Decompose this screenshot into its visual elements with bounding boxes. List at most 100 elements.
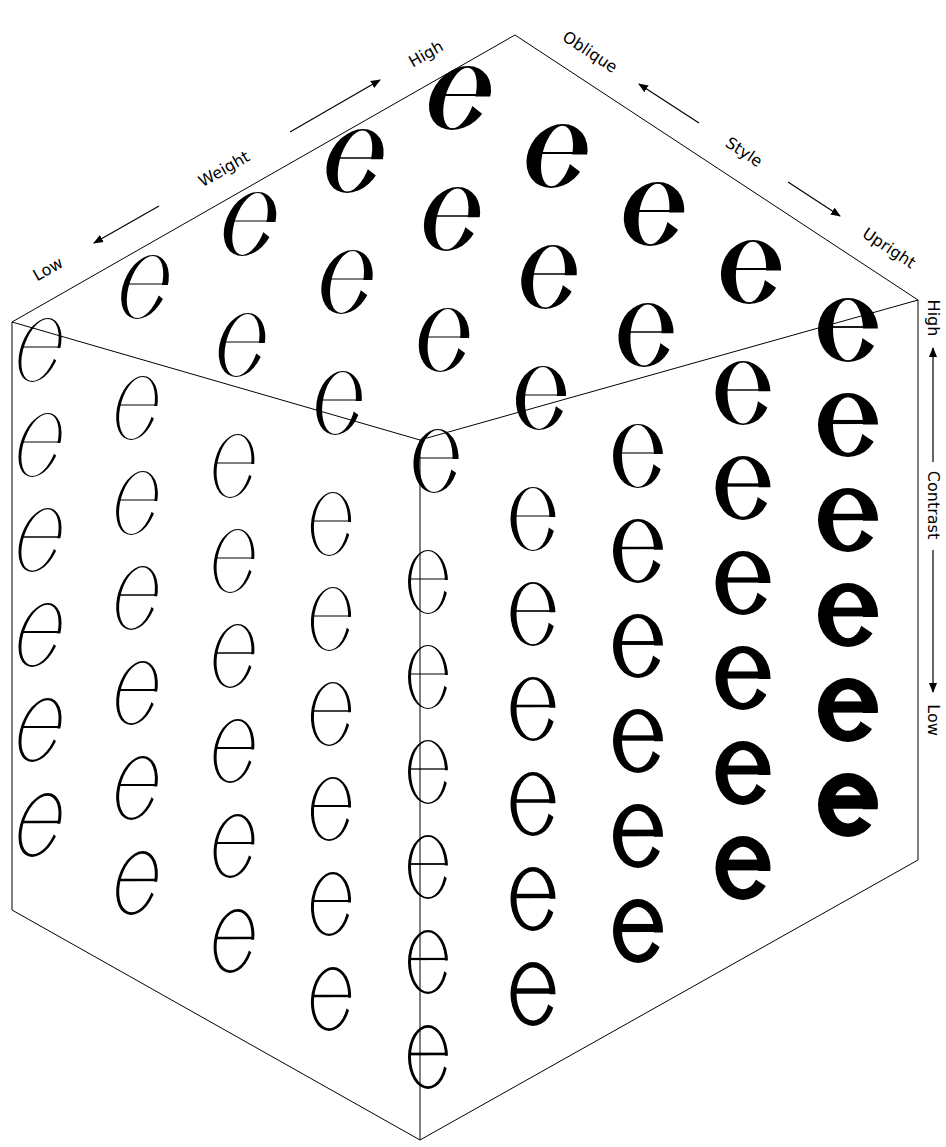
glyph-bowl	[716, 646, 771, 710]
glyph-bar	[410, 768, 446, 769]
glyph-bar	[832, 326, 864, 328]
cube-edge	[420, 860, 918, 1140]
glyph-bar	[727, 766, 760, 775]
letter-glyph	[514, 366, 568, 430]
glyph-bar	[410, 863, 446, 865]
glyph-bowl	[613, 614, 663, 678]
glyph-shape	[521, 124, 593, 188]
glyph-bowl	[12, 318, 68, 382]
glyph-bar	[516, 894, 551, 898]
glyph-bowl	[716, 456, 771, 520]
glyph-shape	[716, 836, 771, 900]
letter-glyph	[511, 867, 556, 931]
glyph-shape	[613, 424, 663, 488]
glyph-shape	[818, 393, 878, 457]
glyph-bowl	[210, 909, 258, 973]
cube-edge	[918, 300, 919, 860]
glyph-shape	[716, 551, 771, 615]
letter-glyph	[818, 488, 878, 552]
glyph-bar	[128, 284, 163, 285]
glyph-bar	[727, 389, 760, 390]
axis-label: High	[403, 35, 450, 73]
axis-arrow	[639, 84, 699, 123]
glyph-bar	[832, 795, 864, 809]
glyph-shape	[408, 645, 448, 709]
glyph-bar	[22, 821, 59, 824]
glyph-shape	[511, 867, 556, 931]
glyph-shape	[408, 835, 448, 899]
glyph-shape	[511, 582, 556, 646]
letter-glyph	[111, 566, 163, 630]
glyph-shape	[716, 741, 771, 805]
axis-label: Weight	[192, 145, 255, 192]
glyph-bar	[621, 547, 655, 549]
glyph-bowl	[613, 424, 663, 488]
glyph-shape	[210, 624, 258, 688]
glyph-bowl	[309, 777, 353, 841]
glyph-bowl	[309, 587, 353, 651]
cube-edge	[12, 910, 420, 1140]
glyph-bowl	[12, 793, 68, 857]
cube-edge	[12, 322, 420, 440]
glyph-shape	[716, 456, 771, 520]
glyph-shape	[613, 519, 663, 583]
letter-glyph	[408, 930, 448, 994]
glyph-bar	[313, 616, 349, 617]
letter-glyph	[309, 492, 353, 556]
glyph-shape	[12, 413, 68, 477]
glyph-shape	[617, 303, 676, 367]
glyph-shape	[210, 434, 258, 498]
glyph-bowl	[511, 962, 556, 1026]
glyph-bowl	[210, 624, 258, 688]
glyph-shape	[818, 488, 878, 552]
glyph-bar	[322, 400, 357, 401]
glyph-bar	[216, 558, 252, 559]
glyph-shape	[412, 429, 461, 493]
glyph-bowl	[309, 967, 353, 1031]
glyph-bowl	[511, 582, 556, 646]
letter-glyph	[210, 434, 258, 498]
letter-glyph	[415, 308, 473, 372]
letter-glyph	[716, 741, 771, 805]
glyph-bowl	[313, 371, 366, 435]
letter-glyph	[309, 777, 353, 841]
glyph-shape	[518, 245, 581, 309]
glyph-bowl	[408, 740, 448, 804]
glyph-bowl	[521, 124, 593, 188]
glyph-shape	[309, 492, 353, 556]
letter-glyph	[111, 661, 163, 725]
glyph-bar	[410, 1053, 446, 1056]
glyph-shape	[408, 740, 448, 804]
glyph-bar	[339, 157, 372, 158]
glyph-bar	[516, 799, 551, 803]
glyph-shape	[210, 529, 258, 593]
letter-glyph	[818, 678, 878, 742]
glyph-bowl	[309, 682, 353, 746]
glyph-bowl	[422, 66, 498, 130]
letter-glyph	[818, 298, 878, 362]
glyph-bar	[621, 830, 655, 837]
glyph-bowl	[514, 366, 568, 430]
glyph-bar	[419, 458, 454, 459]
glyph-bar	[313, 995, 349, 998]
glyph-bar	[832, 608, 864, 617]
axis-label: Style	[719, 131, 768, 172]
glyph-bowl	[111, 376, 163, 440]
axis-arrow	[932, 348, 933, 462]
letter-glyph	[511, 772, 556, 836]
letter-glyph	[422, 66, 498, 130]
glyph-shape	[309, 872, 353, 936]
glyph-bar	[22, 726, 59, 728]
glyph-bar	[638, 210, 670, 212]
glyph-bowl	[408, 835, 448, 899]
letter-glyph	[111, 471, 163, 535]
glyph-bar	[216, 747, 252, 749]
glyph-bowl	[12, 413, 68, 477]
glyph-bowl	[111, 471, 163, 535]
glyph-bar	[234, 220, 268, 221]
glyph-bowl	[613, 709, 663, 773]
glyph-shape	[408, 930, 448, 994]
letter-glyph	[210, 814, 258, 878]
letter-glyph	[719, 240, 783, 304]
glyph-shape	[210, 719, 258, 783]
